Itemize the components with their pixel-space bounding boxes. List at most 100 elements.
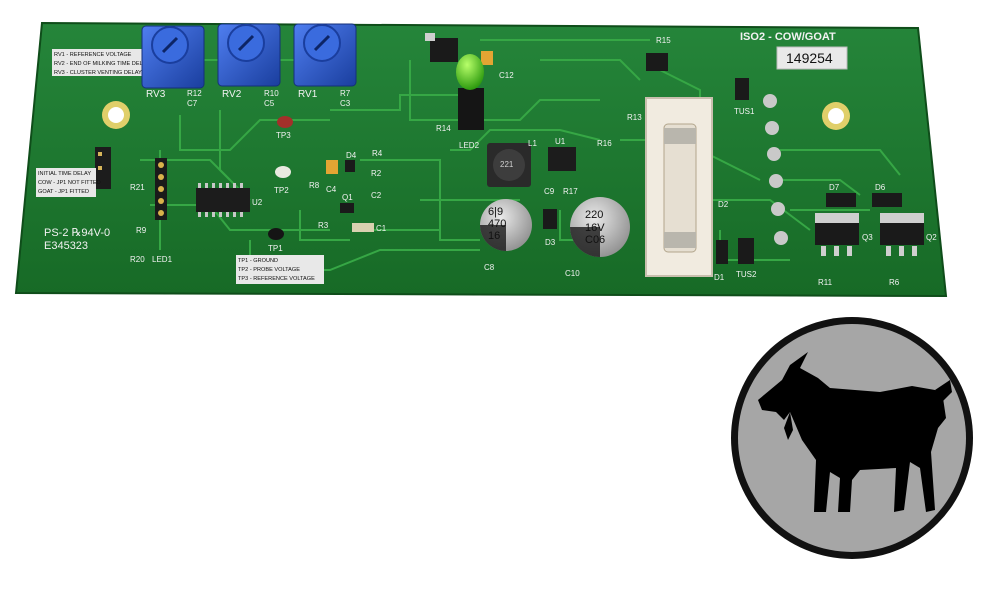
svg-text:RV3: RV3 bbox=[146, 89, 166, 100]
svg-text:C4: C4 bbox=[326, 185, 337, 194]
svg-text:C12: C12 bbox=[499, 71, 514, 80]
ic-u2: U2 bbox=[196, 183, 263, 217]
svg-text:COW - JP1 NOT FITTED: COW - JP1 NOT FITTED bbox=[38, 180, 101, 186]
svg-text:PS-2 ℞94V-0: PS-2 ℞94V-0 bbox=[44, 227, 110, 239]
mounting-hole-right bbox=[822, 102, 850, 130]
capacitor-c10: 220 16V C06 C10 bbox=[565, 197, 630, 278]
test-point-tp2: TP2 bbox=[274, 166, 291, 195]
diode-d3 bbox=[543, 209, 557, 229]
svg-text:D6: D6 bbox=[875, 183, 886, 192]
svg-text:R6: R6 bbox=[889, 278, 900, 287]
svg-text:R16: R16 bbox=[597, 139, 612, 148]
pcb-board: RV1 - REFERENCE VOLTAGE RV2 - END OF MIL… bbox=[14, 21, 948, 298]
svg-text:C2: C2 bbox=[371, 191, 382, 200]
rv-legend: RV1 - REFERENCE VOLTAGE RV2 - END OF MIL… bbox=[52, 49, 150, 76]
svg-text:R20: R20 bbox=[130, 255, 145, 264]
svg-text:R13: R13 bbox=[627, 113, 642, 122]
transistor-top bbox=[646, 53, 668, 71]
svg-text:R17: R17 bbox=[563, 187, 578, 196]
fuse-holder: R13 bbox=[627, 97, 713, 277]
goat-badge bbox=[731, 317, 973, 559]
label-block: ISO2 - COW/GOAT 149254 bbox=[740, 31, 848, 70]
led-2: LED2 R14 bbox=[436, 54, 484, 150]
svg-text:U1: U1 bbox=[555, 137, 566, 146]
svg-text:R2: R2 bbox=[371, 169, 382, 178]
svg-text:C9: C9 bbox=[544, 187, 555, 196]
test-point-tp3: TP3 bbox=[276, 116, 293, 140]
svg-text:D4: D4 bbox=[346, 151, 357, 160]
diode-d7 bbox=[826, 193, 856, 207]
testpoint-legend: TP1 - GROUND TP2 - PROBE VOLTAGE TP3 - R… bbox=[236, 255, 324, 284]
svg-text:TUS2: TUS2 bbox=[736, 270, 757, 279]
svg-text:D3: D3 bbox=[545, 238, 556, 247]
svg-text:R21: R21 bbox=[130, 183, 145, 192]
svg-text:TUS1: TUS1 bbox=[734, 107, 755, 116]
svg-text:220: 220 bbox=[585, 209, 603, 221]
svg-text:TP2: TP2 bbox=[274, 186, 289, 195]
svg-text:Q2: Q2 bbox=[926, 233, 937, 242]
svg-text:L1: L1 bbox=[528, 139, 537, 148]
svg-text:149254: 149254 bbox=[786, 50, 833, 66]
svg-text:Q1: Q1 bbox=[342, 193, 353, 202]
svg-text:LED1: LED1 bbox=[152, 255, 173, 264]
svg-text:TP3 - REFERENCE VOLTAGE: TP3 - REFERENCE VOLTAGE bbox=[238, 276, 315, 282]
goat-icon bbox=[758, 352, 952, 512]
svg-text:470: 470 bbox=[488, 218, 506, 230]
svg-text:D1: D1 bbox=[714, 273, 725, 282]
svg-text:221: 221 bbox=[500, 160, 514, 169]
svg-text:INITIAL TIME DELAY: INITIAL TIME DELAY bbox=[38, 171, 91, 177]
svg-text:TP1 - GROUND: TP1 - GROUND bbox=[238, 258, 278, 264]
svg-text:C1: C1 bbox=[376, 224, 387, 233]
svg-text:RV2 - END OF MILKING TIME DELA: RV2 - END OF MILKING TIME DELAY bbox=[54, 61, 150, 67]
svg-text:E345323: E345323 bbox=[44, 240, 88, 252]
pin-header bbox=[155, 158, 167, 220]
svg-text:R10: R10 bbox=[264, 89, 279, 98]
svg-text:C10: C10 bbox=[565, 269, 580, 278]
svg-text:TP2 - PROBE VOLTAGE: TP2 - PROBE VOLTAGE bbox=[238, 267, 300, 273]
svg-text:RV2: RV2 bbox=[222, 89, 242, 100]
transistor-q2: Q2 R6 bbox=[880, 213, 937, 287]
svg-text:16: 16 bbox=[488, 230, 500, 242]
svg-text:RV1: RV1 bbox=[298, 89, 318, 100]
capacitor-c8: 6|9 470 16 C8 bbox=[480, 199, 532, 272]
jumper-legend: INITIAL TIME DELAY COW - JP1 NOT FITTED … bbox=[36, 168, 101, 197]
svg-text:D7: D7 bbox=[829, 183, 840, 192]
svg-text:ISO2 - COW/GOAT: ISO2 - COW/GOAT bbox=[740, 31, 836, 43]
svg-text:R12: R12 bbox=[187, 89, 202, 98]
smd-parts-center: C4 R8 D4 R4 R2 C2 Q1 R3 C1 bbox=[309, 149, 387, 233]
svg-text:R7: R7 bbox=[340, 89, 351, 98]
svg-text:R3: R3 bbox=[318, 221, 329, 230]
inductor-l1: 221 L1 bbox=[487, 139, 537, 187]
regulator-top: C12 bbox=[425, 33, 514, 80]
svg-text:C7: C7 bbox=[187, 99, 198, 108]
board-marking: PS-2 ℞94V-0 E345323 bbox=[44, 227, 110, 252]
potentiometer-rv3: RV3 R12 C7 bbox=[141, 25, 205, 108]
svg-text:R14: R14 bbox=[436, 124, 451, 133]
svg-text:C06: C06 bbox=[585, 234, 605, 246]
transistor-q3: Q3 R11 bbox=[815, 213, 873, 287]
svg-text:C5: C5 bbox=[264, 99, 275, 108]
svg-text:R11: R11 bbox=[818, 278, 833, 287]
svg-text:GOAT - JP1 FITTED: GOAT - JP1 FITTED bbox=[38, 189, 89, 195]
jumper-jp1 bbox=[95, 147, 111, 189]
svg-text:Q3: Q3 bbox=[862, 233, 873, 242]
svg-text:RV3 - CLUSTER VENTING DELAY: RV3 - CLUSTER VENTING DELAY bbox=[54, 70, 142, 76]
ic-u1: U1 R16 C9 R17 bbox=[544, 137, 612, 196]
potentiometer-rv2: RV2 R10 C5 bbox=[217, 23, 281, 108]
svg-text:R9: R9 bbox=[136, 226, 147, 235]
svg-text:C3: C3 bbox=[340, 99, 351, 108]
terminal-pads bbox=[763, 94, 788, 245]
diode-d6 bbox=[872, 193, 902, 207]
potentiometer-rv1: RV1 R7 C3 bbox=[293, 23, 357, 108]
svg-text:LED2: LED2 bbox=[459, 141, 480, 150]
svg-text:TP3: TP3 bbox=[276, 131, 291, 140]
svg-text:R8: R8 bbox=[309, 181, 320, 190]
svg-text:U2: U2 bbox=[252, 198, 263, 207]
svg-text:R15: R15 bbox=[656, 36, 671, 45]
svg-text:RV1 - REFERENCE VOLTAGE: RV1 - REFERENCE VOLTAGE bbox=[54, 52, 132, 58]
svg-text:16V: 16V bbox=[585, 222, 605, 234]
svg-text:TP1: TP1 bbox=[268, 244, 283, 253]
svg-text:6|9: 6|9 bbox=[488, 206, 503, 218]
test-point-tp1: TP1 bbox=[268, 228, 284, 253]
